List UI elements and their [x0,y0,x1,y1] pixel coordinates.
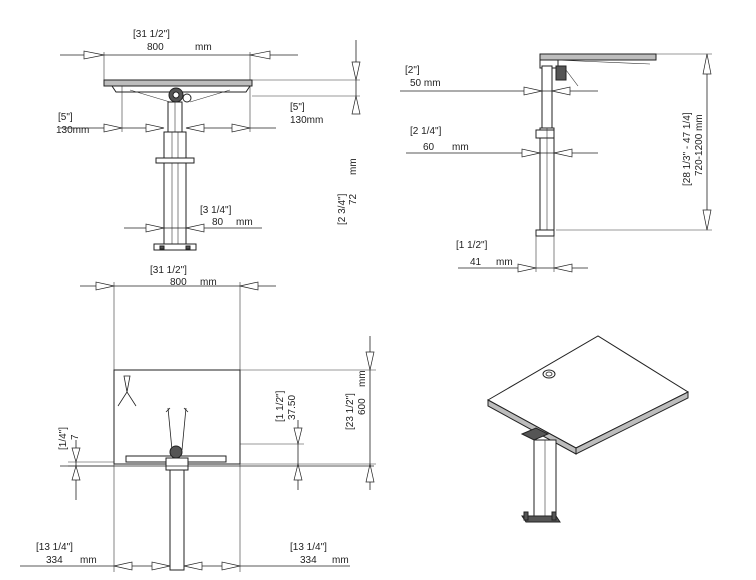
side-upper-inch: [2"] [405,65,420,76]
top-setback-mm: 37.50 [287,395,298,420]
top-right-off-unit: mm [332,555,349,566]
isometric-view [486,335,690,523]
top-depth-inch: [23 1/2"] [345,393,356,430]
top-setback-inch: [1 1/2"] [275,390,286,422]
front-overhang-r-mm: 130mm [290,115,323,126]
side-height-inch: [28 1/3" - 47 1/4] [682,112,693,186]
front-width-unit: mm [195,42,212,53]
side-lower-mm: 60 [423,142,435,153]
top-right-off-mm: 334 [300,555,317,566]
front-width-inch: [31 1/2"] [133,29,170,40]
front-overhang-l-inch: [5"] [58,112,73,123]
side-foot-mm: 41 [470,257,482,268]
front-thickness-unit: mm [348,158,359,175]
top-width-mm: 800 [170,277,187,288]
iso-desktop [486,335,690,449]
top-view: [31 1/2"] 800 mm [23 1/2"] 600 mm [1 1/2… [20,265,376,572]
top-right-off-inch: [13 1/4"] [290,542,327,553]
side-foot-unit: mm [496,257,513,268]
top-motor [169,445,183,459]
front-column-inch: [3 1/4"] [200,205,232,216]
top-left-off-inch: [13 1/4"] [36,542,73,553]
front-column-unit: mm [236,217,253,228]
side-lower-unit: mm [452,142,469,153]
front-thickness-mm: 72 [348,193,359,205]
side-upper-mm: 50 mm [410,78,441,89]
front-width-mm: 800 [147,42,164,53]
iso-grommet [542,369,556,379]
top-depth-mm: 600 [357,398,368,415]
front-foot [153,243,197,251]
top-edge-mm: 7 [70,434,81,440]
side-motor [555,65,567,81]
side-height-mm: 720-1200 mm [694,114,705,176]
side-view: [2"] 50 mm [2 1/4"] 60 mm [1 1/2"] 41 mm… [400,53,712,273]
top-edge-inch: [1/4"] [58,427,69,450]
front-thickness-inch: [2 3/4"] [337,193,348,225]
front-overhang-r-inch: [5"] [290,102,305,113]
top-width-inch: [31 1/2"] [150,265,187,276]
front-overhang-l-mm: 130mm [56,125,89,136]
side-foot-inch: [1 1/2"] [456,240,488,251]
side-foot [535,229,555,237]
top-left-off-mm: 334 [46,555,63,566]
side-desktop [539,53,657,61]
front-column [163,131,187,245]
front-desktop [103,79,253,87]
side-lower-inch: [2 1/4"] [410,126,442,137]
top-width-unit: mm [200,277,217,288]
front-column-mm: 80 [212,217,224,228]
front-view: [31 1/2"] 800 mm [5"] 130mm [56,29,361,251]
top-left-off-unit: mm [80,555,97,566]
top-depth-unit: mm [357,370,368,387]
